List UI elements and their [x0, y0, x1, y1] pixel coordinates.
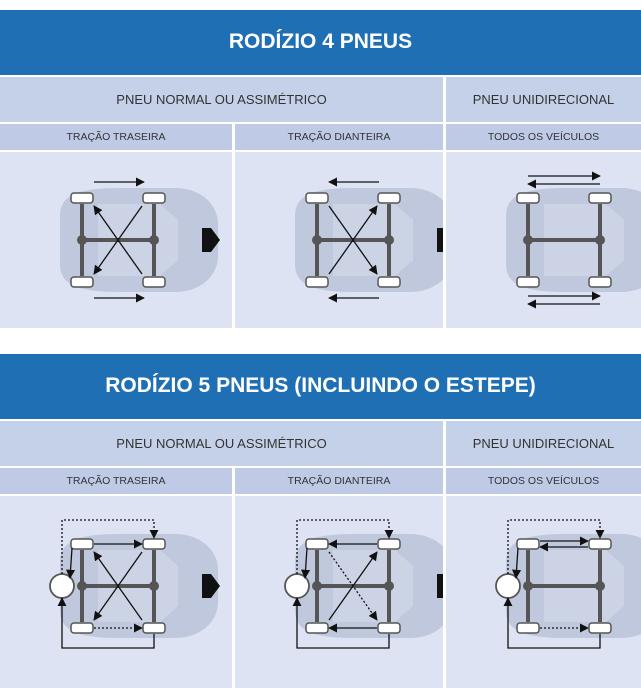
section-2-title-band: RODÍZIO 5 PNEUS (INCLUINDO O ESTEPE) — [0, 354, 641, 419]
rotation-arrow — [328, 205, 378, 275]
section-1-title: RODÍZIO 4 PNEUS — [228, 30, 413, 53]
differential — [149, 235, 159, 245]
tire-icon — [305, 538, 329, 550]
section-1-sub-all: TODOS OS VEÍCULOS — [446, 124, 641, 150]
direction-arrow-icon — [437, 228, 443, 252]
section-1-diagram-directional — [446, 152, 641, 328]
direction-arrow-icon — [202, 228, 220, 252]
differential — [149, 581, 159, 591]
rotation-arrow — [296, 519, 394, 574]
tire-icon — [377, 622, 401, 634]
section-2-sub-rear: TRAÇÃO TRASEIRA — [0, 468, 232, 494]
section-2-category-directional: PNEU UNIDIRECIONAL — [446, 421, 641, 466]
rotation-arrow — [328, 551, 378, 621]
differential — [523, 235, 533, 245]
rotation-arrow — [93, 205, 143, 275]
tire-icon — [142, 538, 166, 550]
tire-icon — [588, 538, 612, 550]
section-2-sub-all: TODOS OS VEÍCULOS — [446, 468, 641, 494]
rotation-arrow — [57, 597, 155, 649]
differential — [595, 581, 605, 591]
rotation-arrow — [507, 519, 605, 574]
tire-icon — [142, 192, 166, 204]
tire-icon — [516, 622, 540, 634]
differential — [312, 235, 322, 245]
rotation-arrow — [93, 551, 143, 621]
section-2-diagram-front — [235, 496, 443, 688]
section-1-category-normal: PNEU NORMAL OU ASSIMÉTRICO — [0, 77, 443, 122]
tire-icon — [588, 276, 612, 288]
section-2-diagram-directional — [446, 496, 641, 688]
differential — [595, 235, 605, 245]
direction-arrow-icon — [202, 574, 220, 598]
section-2-diagram-rear — [0, 496, 232, 688]
rotation-arrow — [301, 547, 311, 579]
tire-icon — [70, 538, 94, 550]
tire-icon — [70, 276, 94, 288]
section-2-title: RODÍZIO 5 PNEUS (INCLUINDO O ESTEPE) — [105, 374, 536, 397]
tire-icon — [70, 192, 94, 204]
section-2-sub-front: TRAÇÃO DIANTEIRA — [235, 468, 443, 494]
tire-icon — [588, 622, 612, 634]
section-1-sub-front: TRAÇÃO DIANTEIRA — [235, 124, 443, 150]
direction-arrow-icon — [437, 574, 443, 598]
section-2-category-normal: PNEU NORMAL OU ASSIMÉTRICO — [0, 421, 443, 466]
tire-icon — [305, 276, 329, 288]
section-1-title-band: RODÍZIO 4 PNEUS — [0, 10, 641, 75]
tire-icon — [142, 276, 166, 288]
section-1-diagram-rear — [0, 152, 232, 328]
section-1-sub-rear: TRAÇÃO TRASEIRA — [0, 124, 232, 150]
tire-icon — [377, 192, 401, 204]
tire-icon — [142, 622, 166, 634]
tire-icon — [305, 192, 329, 204]
differential — [312, 581, 322, 591]
tire-icon — [516, 538, 540, 550]
differential — [77, 235, 87, 245]
tire-icon — [305, 622, 329, 634]
tire-icon — [588, 192, 612, 204]
rotation-arrow — [503, 597, 601, 649]
tire-icon — [377, 538, 401, 550]
tire-icon — [516, 276, 540, 288]
differential — [523, 581, 533, 591]
rotation-arrow — [61, 519, 159, 574]
section-1-category-directional: PNEU UNIDIRECIONAL — [446, 77, 641, 122]
section-1-diagram-front — [235, 152, 443, 328]
tire-icon — [377, 276, 401, 288]
tire-icon — [516, 192, 540, 204]
differential — [384, 581, 394, 591]
rotation-arrow — [512, 547, 522, 579]
differential — [384, 235, 394, 245]
rotation-arrow — [292, 597, 390, 649]
differential — [77, 581, 87, 591]
rotation-arrow — [66, 547, 76, 579]
tire-icon — [70, 622, 94, 634]
